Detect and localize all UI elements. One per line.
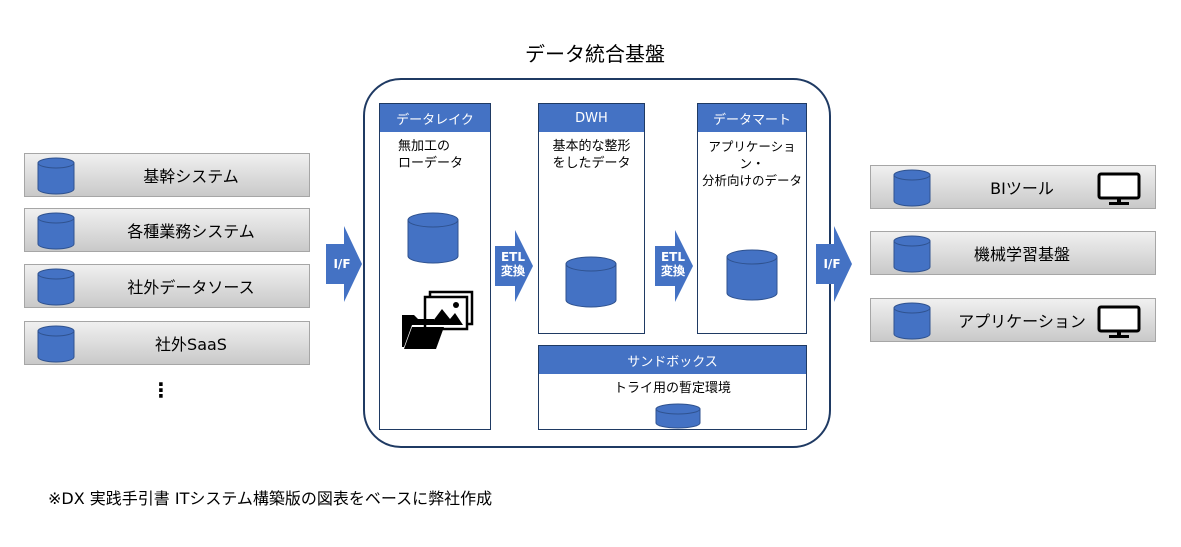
- database-icon: [893, 302, 931, 340]
- target-label: BIツール: [990, 179, 1054, 198]
- etl-arrow-dwh-to-mart: ETL 変換: [655, 230, 693, 302]
- target-ml-platform: 機械学習基盤: [870, 231, 1156, 275]
- target-application: アプリケーション: [870, 298, 1156, 342]
- monitor-icon: [1097, 305, 1141, 343]
- source-label: 基幹システム: [143, 167, 239, 186]
- data-mart-description: アプリケーション・ 分析向けのデータ: [701, 139, 802, 188]
- database-icon: [655, 403, 701, 429]
- dwh-header: DWH: [539, 104, 644, 132]
- database-icon: [37, 157, 75, 195]
- sandbox-description: トライ用の暫定環境: [613, 381, 731, 396]
- database-icon: [37, 212, 75, 250]
- interface-label: I/F: [823, 257, 841, 271]
- interface-label: I/F: [333, 257, 351, 271]
- data-lake-description: 無加工の ローデータ: [398, 139, 464, 171]
- source-label: 各種業務システム: [127, 222, 255, 241]
- database-icon: [37, 268, 75, 306]
- database-icon: [565, 256, 617, 308]
- source-external-saas: 社外SaaS: [24, 321, 310, 365]
- database-icon: [407, 212, 459, 264]
- database-icon: [726, 249, 778, 301]
- dwh-panel: DWH 基本的な整形 をしたデータ: [538, 103, 645, 334]
- source-business-systems: 各種業務システム: [24, 208, 310, 252]
- data-mart-panel: データマート アプリケーション・ 分析向けのデータ: [697, 103, 807, 334]
- target-label: 機械学習基盤: [973, 245, 1070, 264]
- database-icon: [893, 169, 931, 207]
- monitor-icon: [1097, 172, 1141, 210]
- interface-arrow-out: I/F: [816, 226, 852, 302]
- database-icon: [37, 325, 75, 363]
- data-lake-panel: データレイク 無加工の ローデータ: [379, 103, 491, 430]
- source-label: 社外SaaS: [155, 335, 227, 354]
- dwh-description: 基本的な整形 をしたデータ: [552, 139, 631, 171]
- interface-arrow-in: I/F: [326, 226, 362, 302]
- etl-arrow-lake-to-dwh: ETL 変換: [495, 230, 533, 302]
- target-bi-tool: BIツール: [870, 165, 1156, 209]
- footnote: ※DX 実践手引書 ITシステム構築版の図表をベースに弊社作成: [48, 489, 493, 508]
- etl-label: ETL 変換: [660, 250, 686, 278]
- folder-image-icon: [400, 289, 474, 355]
- source-external-data: 社外データソース: [24, 264, 310, 308]
- data-lake-header: データレイク: [380, 104, 490, 132]
- diagram-title: データ統合基盤: [525, 42, 665, 66]
- source-core-system: 基幹システム: [24, 153, 310, 197]
- data-mart-header: データマート: [698, 104, 806, 132]
- sandbox-header: サンドボックス: [539, 346, 806, 374]
- database-icon: [893, 235, 931, 273]
- source-label: 社外データソース: [127, 278, 255, 297]
- sandbox-panel: サンドボックス トライ用の暫定環境: [538, 345, 807, 430]
- target-label: アプリケーション: [958, 312, 1086, 331]
- etl-label: ETL 変換: [500, 250, 526, 278]
- more-sources-ellipsis: ⋮: [151, 378, 171, 402]
